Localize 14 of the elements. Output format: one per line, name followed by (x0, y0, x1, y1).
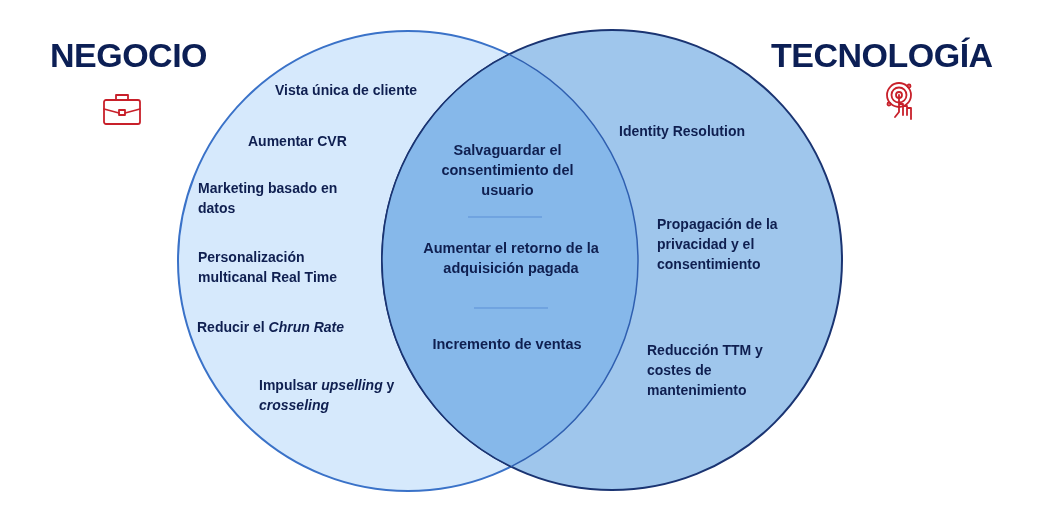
venn-item: Reducir el Chrun Rate (197, 318, 346, 337)
venn-item: Personalización multicanal Real Time (198, 248, 338, 287)
venn-item: Aumentar el retorno de la adquisición pagada (422, 239, 600, 278)
venn-item: Incremento de ventas (431, 335, 583, 354)
venn-item: Identity Resolution (619, 122, 746, 141)
venn-item: Impulsar upselling y crosseling (259, 376, 396, 415)
venn-item: Marketing basado en datos (198, 179, 339, 218)
set-heading: NEGOCIO (50, 38, 208, 72)
venn-item: Propagación de la privacidad y el consentimiento (657, 215, 779, 274)
venn-item: Aumentar CVR (248, 132, 348, 151)
venn-item: Reducción TTM y costes de mantenimiento (647, 341, 764, 400)
venn-item: Salvaguardar el consentimiento del usuario (440, 141, 575, 200)
venn-item: Vista única de cliente (275, 81, 419, 100)
set-heading: TECNOLOGÍA (771, 38, 993, 72)
